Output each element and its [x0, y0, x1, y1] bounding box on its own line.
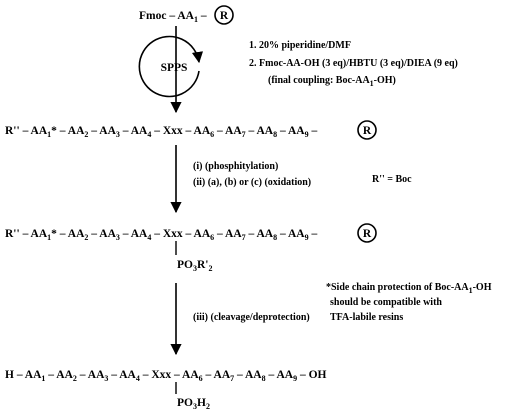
resin-circle-start — [214, 5, 234, 25]
chain-1-sequence: R'' – AA1* – AA2 – AA3 – AA4 – Xxx – AA6… — [5, 125, 317, 139]
reaction-3-step-iii: (iii) (cleavage/deprotection) — [193, 312, 310, 323]
note-line-1: *Side chain protection of Boc-AA1-OH — [326, 282, 492, 295]
chain-2-branch: PO3R'2 — [177, 259, 212, 273]
start-fmoc-label: Fmoc – AA1 – — [139, 10, 207, 24]
resin-label-1: R — [363, 125, 372, 137]
reaction-2-step-i: (i) (phosphitylation) — [193, 161, 278, 172]
resin-circle-1 — [357, 120, 377, 140]
note-line-2: should be compatible with — [330, 297, 442, 308]
spps-cycle-arrow — [138, 35, 203, 98]
chain-3-branch: PO3H2 — [177, 397, 210, 411]
step-1-text: 1. 20% piperidine/DMF — [249, 40, 351, 51]
resin-label-2: R — [363, 228, 372, 240]
resin-circle-2 — [357, 223, 377, 243]
reaction-2-step-ii: (ii) (a), (b) or (c) (oxidation) — [193, 177, 311, 188]
spps-label: SPPS — [161, 62, 188, 74]
step-2-text: 2. Fmoc-AA-OH (3 eq)/HBTU (3 eq)/DIEA (9… — [249, 58, 458, 69]
note-line-3: TFA-labile resins — [330, 312, 403, 323]
r-definition: R'' = Boc — [372, 174, 412, 185]
chain-2-sequence: R'' – AA1* – AA2 – AA3 – AA4 – Xxx – AA6… — [5, 228, 317, 242]
step-final-coupling-text: (final coupling: Boc-AA1-OH) — [268, 75, 396, 88]
chain-3-sequence: H – AA1 – AA2 – AA3 – AA4 – Xxx – AA6 – … — [5, 369, 327, 383]
resin-label-start: R — [220, 10, 229, 22]
